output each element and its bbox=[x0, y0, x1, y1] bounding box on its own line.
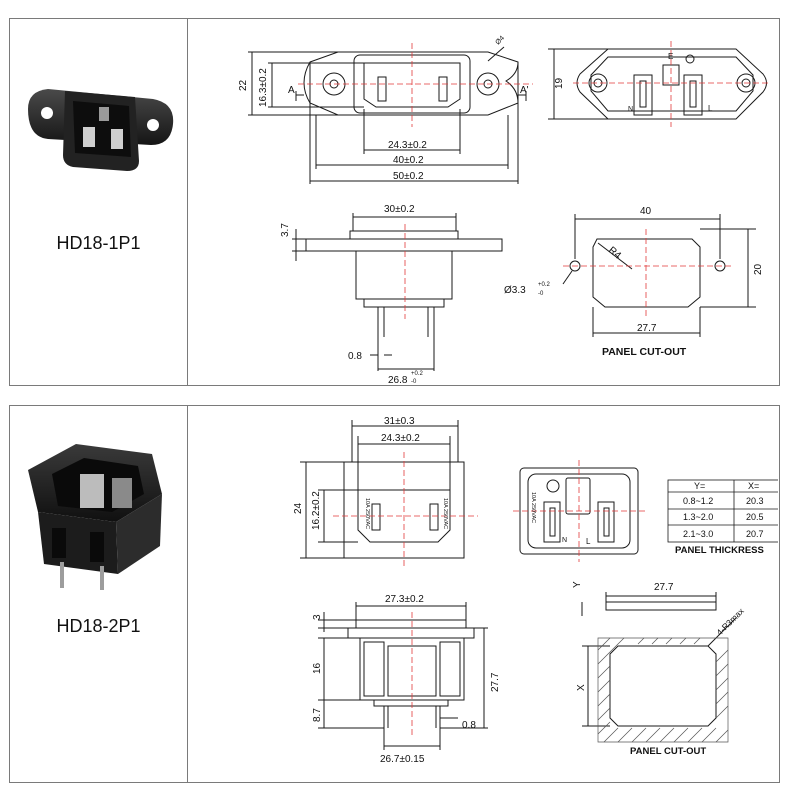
cutout-dim-width: 27.7 bbox=[637, 323, 657, 334]
panel-cutout bbox=[581, 592, 737, 727]
table-cell: 1.3~2.0 bbox=[683, 512, 713, 522]
mark-earth: E bbox=[668, 52, 673, 61]
side-dim-pin: 8.7 bbox=[312, 708, 323, 722]
side-dim-width-top: 27.3±0.2 bbox=[385, 594, 424, 605]
cutout-caption: PANEL CUT-OUT bbox=[630, 746, 706, 757]
photo-cell: HD18-2P1 bbox=[10, 406, 188, 782]
front-dim-height-inner: 16.2±0.2 bbox=[311, 491, 322, 530]
cutout-dim-width-outer: 40 bbox=[640, 206, 652, 217]
table-cell: 2.1~3.0 bbox=[683, 529, 713, 539]
connector-photo-hd18-2p1 bbox=[28, 444, 162, 590]
table-header-y: Y= bbox=[694, 481, 705, 491]
front-dim-height-outer: 24 bbox=[293, 502, 304, 514]
technical-drawing-hd18-1p1: 22 16.3±0.2 A A' Ø4 24.3±0.2 40±0.2 50±0… bbox=[238, 35, 770, 385]
cutout-hole-dia: Ø3.3 bbox=[504, 285, 526, 296]
side-dim-pin-pitch-tol2: -0 bbox=[411, 379, 417, 385]
side-dim-pin-pitch: 26.8 bbox=[388, 375, 408, 385]
technical-drawing-hd18-2p1: 31±0.3 24.3±0.2 24 16.2±0.2 10A 250VAC 1… bbox=[293, 416, 778, 765]
top-view bbox=[248, 46, 527, 184]
model-name: HD18-1P1 bbox=[56, 233, 141, 253]
table-cell: 20.3 bbox=[746, 496, 764, 506]
back-dim-height: 19 bbox=[554, 77, 565, 89]
hole-dia: Ø4 bbox=[494, 35, 506, 47]
side-dim-top: 3 bbox=[312, 614, 323, 620]
thickness-table bbox=[667, 479, 778, 543]
side-dim-pin-thickness: 0.8 bbox=[348, 351, 362, 362]
product-panel-hd18-2p1: HD18-2P1 31±0.3 24.3±0.2 24 bbox=[9, 405, 780, 783]
mark-neutral: N bbox=[628, 106, 633, 113]
side-dim-body: 16 bbox=[312, 662, 323, 674]
cutout-dim-y: Y bbox=[572, 581, 583, 588]
product-panel-hd18-1p1: HD18-1P1 bbox=[9, 18, 780, 386]
top-view-centerlines bbox=[298, 43, 533, 127]
cutout-dim-radius: R4 bbox=[606, 245, 623, 262]
dim-height-outer: 22 bbox=[238, 79, 249, 91]
table-header-x: X= bbox=[748, 481, 759, 491]
cutout-dim-width: 27.7 bbox=[654, 582, 674, 593]
cutout-hole-tol2: -0 bbox=[538, 291, 544, 297]
dim-width-inner: 24.3±0.2 bbox=[388, 140, 427, 151]
front-rating-left: 10A 250VAC bbox=[364, 498, 370, 529]
cutout-hole-tol: +0.2 bbox=[538, 282, 551, 288]
side-view bbox=[318, 602, 488, 750]
front-view bbox=[300, 420, 465, 559]
back-rating: 10A 250VAC bbox=[530, 492, 536, 523]
model-name: HD18-2P1 bbox=[56, 616, 141, 636]
dim-width-mid: 40±0.2 bbox=[393, 155, 424, 166]
back-view bbox=[548, 48, 767, 120]
cutout-hatch bbox=[597, 637, 729, 743]
cutout-dim-x: X bbox=[576, 684, 587, 691]
cutout-dim-height: 20 bbox=[753, 263, 764, 275]
dim-width-outer: 50±0.2 bbox=[393, 171, 424, 182]
back-mark-neutral: N bbox=[562, 537, 567, 544]
side-dim-pin-pitch: 26.7±0.15 bbox=[380, 754, 425, 765]
section-label-right: A' bbox=[520, 85, 529, 96]
photo-cell: HD18-1P1 bbox=[10, 19, 188, 385]
mark-line: L bbox=[708, 104, 713, 113]
back-mark-line: L bbox=[586, 537, 591, 546]
section-label-left: A bbox=[288, 85, 295, 96]
side-dim-width-top: 30±0.2 bbox=[384, 204, 415, 215]
connector-photo-hd18-1p1 bbox=[28, 89, 174, 171]
front-dim-width-inner: 24.3±0.2 bbox=[381, 433, 420, 444]
cutout-dim-radius: 4-R3max bbox=[714, 605, 746, 637]
dim-height-inner: 16.3±0.2 bbox=[258, 68, 269, 107]
cutout-caption: PANEL CUT-OUT bbox=[602, 346, 687, 358]
side-dim-total: 27.7 bbox=[490, 672, 501, 692]
side-dim-flange: 3.7 bbox=[280, 223, 291, 237]
table-cell: 0.8~1.2 bbox=[683, 496, 713, 506]
side-dim-pin-pitch-tol: +0.2 bbox=[411, 371, 424, 377]
side-dim-pin-thickness: 0.8 bbox=[462, 720, 476, 731]
table-cell: 20.7 bbox=[746, 529, 764, 539]
front-dim-width-outer: 31±0.3 bbox=[384, 416, 415, 427]
panel-cutout bbox=[562, 214, 756, 337]
side-view bbox=[292, 213, 503, 371]
table-cell: 20.5 bbox=[746, 512, 764, 522]
table-caption: PANEL THICKRESS bbox=[675, 545, 764, 556]
front-rating-right: 10A 250VAC bbox=[442, 498, 448, 529]
